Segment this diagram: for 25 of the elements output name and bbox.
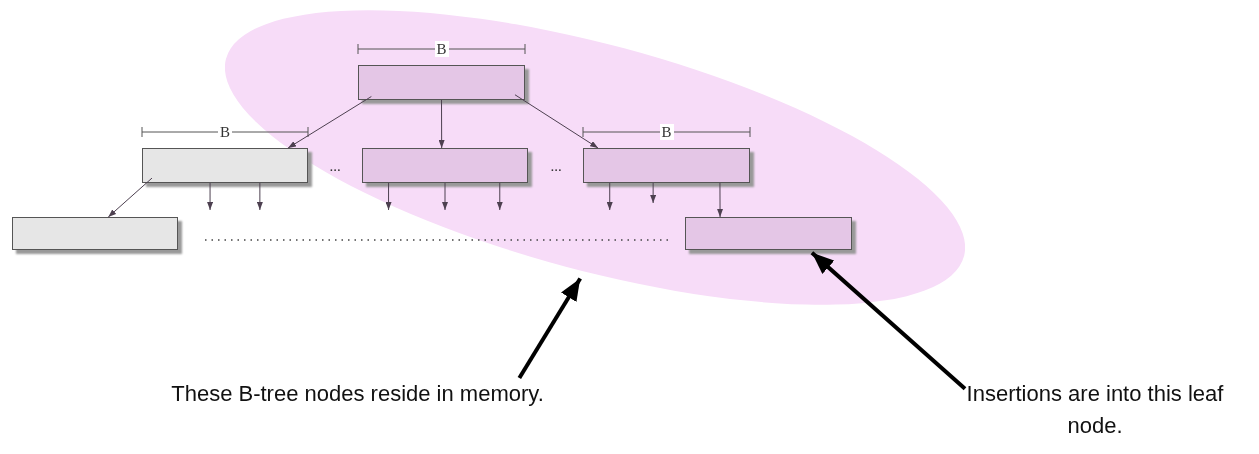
tree-node-box: [12, 217, 178, 250]
arrow: [438, 99, 445, 149]
arrow: [385, 182, 392, 211]
arrow: [650, 182, 657, 204]
arrow: [442, 182, 448, 211]
arrow: [514, 94, 599, 149]
ellipsis-mark: ...: [329, 158, 341, 174]
tree-node-box: [362, 148, 528, 183]
tree-node-box: [685, 217, 852, 250]
arrow: [517, 277, 582, 380]
arrow: [606, 182, 613, 211]
arrow: [256, 182, 263, 211]
dimension-label: B: [218, 124, 232, 140]
tree-node-box: [583, 148, 750, 183]
ellipsis-mark: ...: [550, 158, 562, 174]
arrow: [207, 182, 214, 211]
tree-node-box: [358, 65, 525, 100]
arrow: [810, 251, 967, 391]
annotation-text: These B-tree nodes reside in memory.: [150, 378, 565, 450]
tree-node-box: [142, 148, 308, 183]
arrow: [287, 96, 372, 149]
arrow: [717, 182, 724, 218]
annotation-text: Insertions are into this leaf node.: [965, 378, 1225, 450]
arrow: [107, 177, 153, 218]
arrow: [496, 182, 503, 211]
